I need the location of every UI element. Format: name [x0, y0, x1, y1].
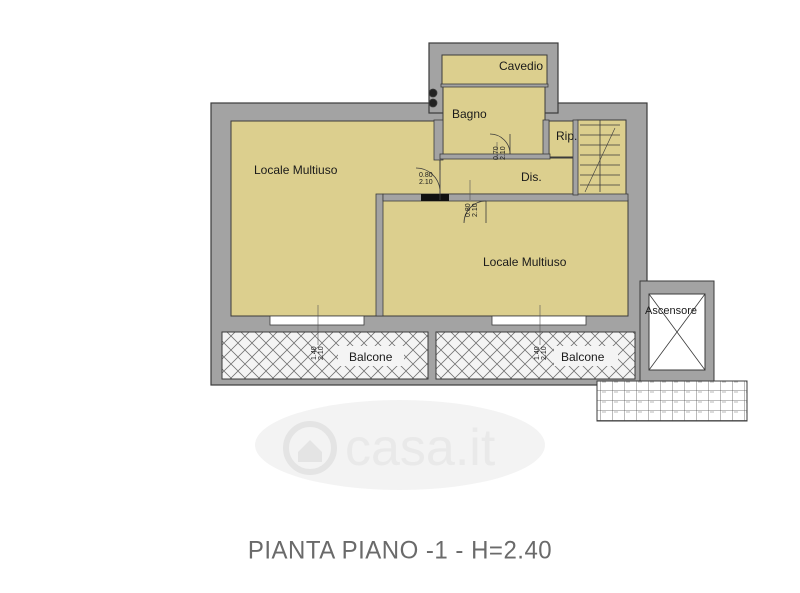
- room-label-locale-1: Locale Multiuso: [254, 163, 338, 177]
- plan-title: PIANTA PIANO -1 - H=2.40: [247, 536, 553, 565]
- door-label-width: 0.80: [419, 172, 433, 179]
- door-label-height: 2.10: [419, 179, 433, 186]
- elevator: [639, 280, 715, 384]
- dimension-lines: [317, 142, 541, 345]
- partitions: [375, 83, 629, 317]
- door-label-height: 2.10: [472, 203, 479, 217]
- door-label-width: 0.70: [493, 146, 500, 160]
- room-label-cavedio: Cavedio: [499, 59, 543, 73]
- balcone-1: [221, 331, 429, 380]
- room-label-rip: Rip.: [556, 129, 577, 143]
- door-label-rotated-2: 0.80 2.10: [465, 203, 479, 217]
- door-label-height: 2.10: [500, 146, 507, 160]
- staircase: [580, 120, 620, 193]
- room-locale-2: [381, 199, 629, 317]
- room-label-bagno: Bagno: [452, 107, 487, 121]
- room-label-balcone-2: Balcone: [561, 350, 605, 364]
- door-label-width: 0.80: [465, 203, 472, 217]
- room-label-balcone-1: Balcone: [349, 350, 393, 364]
- room-dis: [439, 157, 574, 195]
- floor-areas: [230, 54, 629, 317]
- door-label-height: 2.10: [541, 346, 548, 360]
- door-label-height: 2.10: [318, 346, 325, 360]
- window-gaps: [269, 315, 587, 326]
- door-label-rotated-4: 1.40 2.10: [311, 346, 325, 360]
- watermark-text: casa.it: [345, 419, 496, 477]
- door-label-rotated-5: 1.40 2.10: [534, 346, 548, 360]
- room-label-ascensore: Ascensore: [645, 305, 697, 317]
- room-label-locale-2: Locale Multiuso: [483, 255, 567, 269]
- watermark: casa.it: [255, 400, 545, 490]
- door-label-width: 1.40: [311, 346, 318, 360]
- room-bagno: [442, 85, 546, 157]
- balcony-label-backgrounds: [338, 346, 618, 366]
- door-label-rotated-3: 0.70 2.10: [493, 146, 507, 160]
- deck-area: [596, 380, 748, 422]
- room-label-dis: Dis.: [521, 170, 542, 184]
- door-threshold: [421, 194, 449, 201]
- door-label-width: 1.40: [534, 346, 541, 360]
- balconies: [221, 331, 636, 380]
